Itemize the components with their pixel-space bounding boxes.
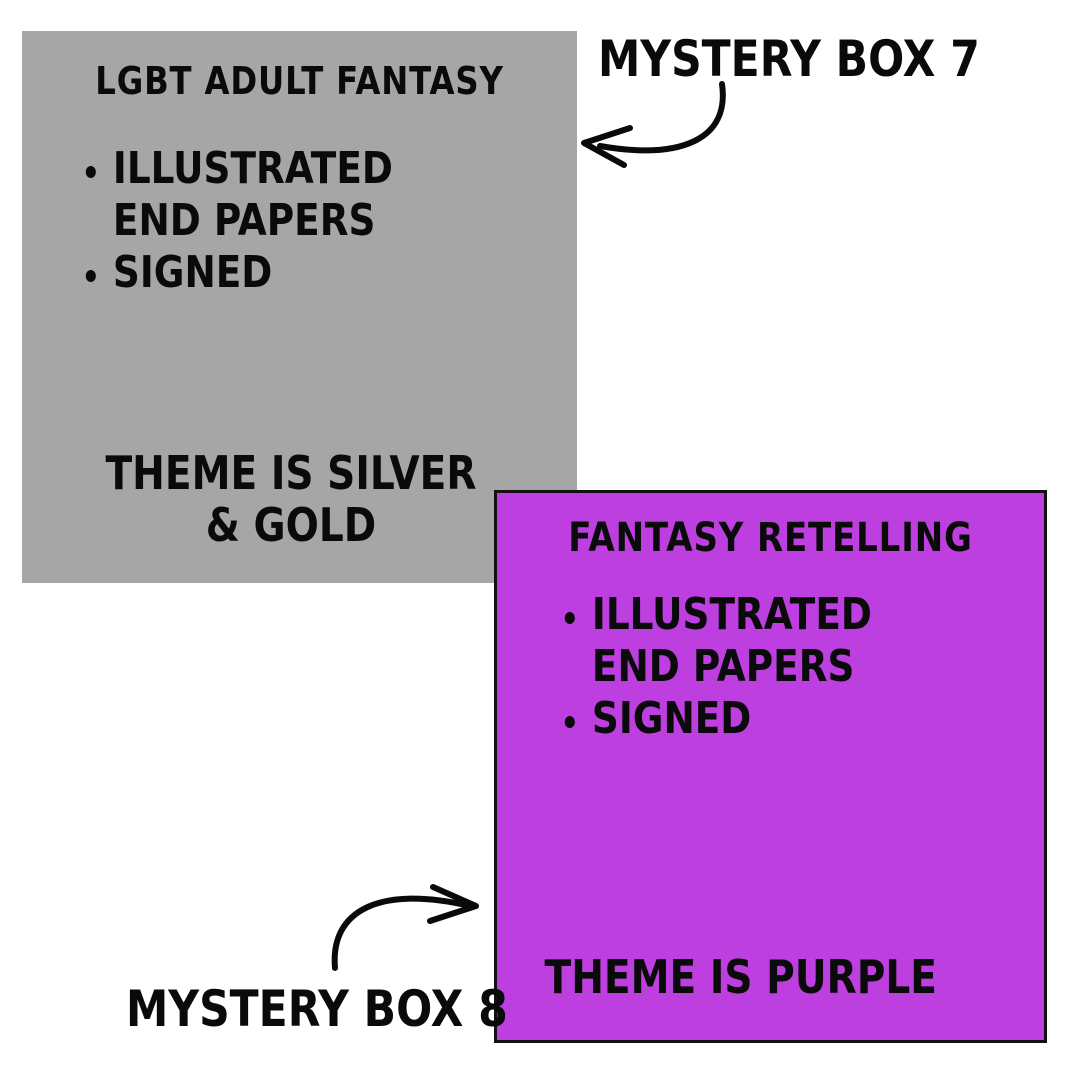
box-8-theme: THEME IS PURPLE xyxy=(544,950,937,1004)
box-7-theme: THEME IS SILVER & GOLD xyxy=(105,446,477,552)
box-8-feature-signed: SIGNED xyxy=(563,693,864,745)
mystery-box-7-label: MYSTERY BOX 7 xyxy=(598,30,980,88)
mystery-box-8-card: FANTASY RETELLING ILLUSTRATED END PAPERS… xyxy=(494,490,1047,1043)
box-8-features-list: ILLUSTRATED END PAPERS SIGNED xyxy=(563,589,917,745)
box-8-genre-title: FANTASY RETELLING xyxy=(568,515,973,561)
mystery-box-7-card: LGBT ADULT FANTASY ILLUSTRATED END PAPER… xyxy=(22,31,577,583)
box-7-feature-illustrated: ILLUSTRATED END PAPERS xyxy=(84,143,393,247)
box-7-genre-title: LGBT ADULT FANTASY xyxy=(95,59,504,103)
mystery-box-8-label: MYSTERY BOX 8 xyxy=(126,980,508,1038)
box-7-feature-signed: SIGNED xyxy=(84,247,385,299)
box-8-feature-illustrated: ILLUSTRATED END PAPERS xyxy=(563,589,872,693)
box-7-features-list: ILLUSTRATED END PAPERS SIGNED xyxy=(84,143,438,299)
